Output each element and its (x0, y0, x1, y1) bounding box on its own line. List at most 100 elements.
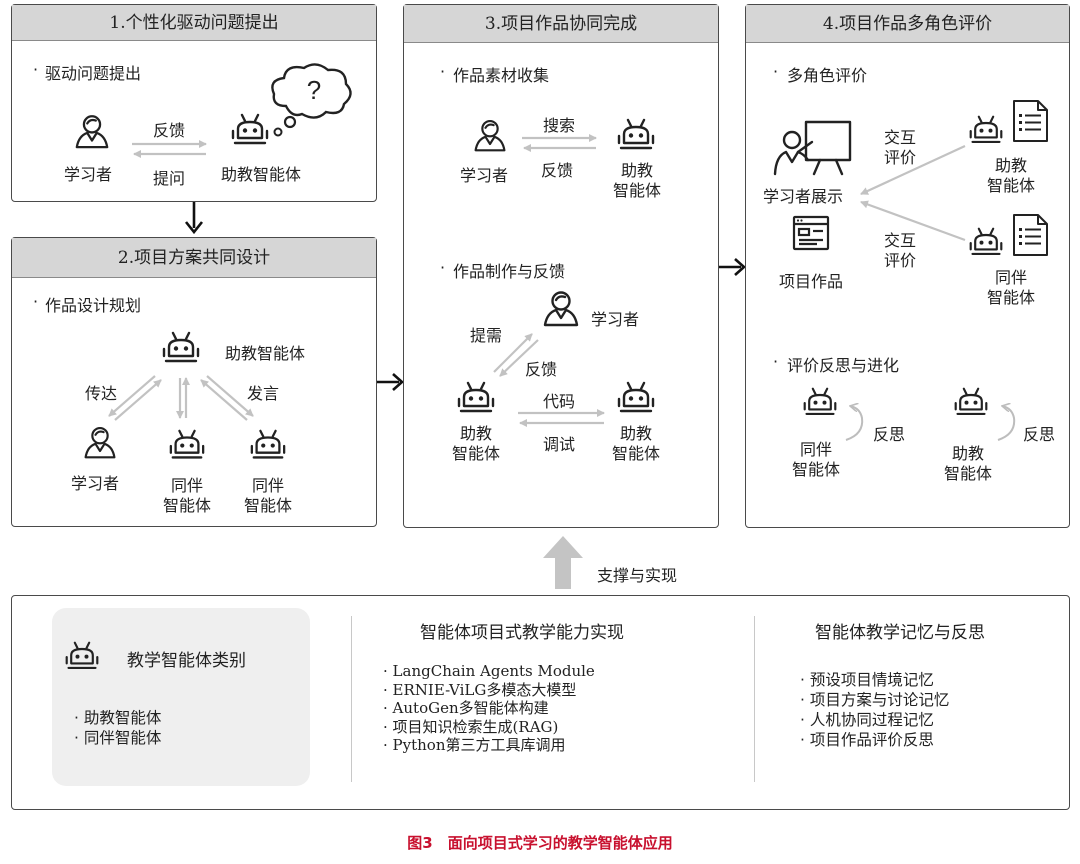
reflection-label: 反思 (873, 425, 906, 444)
flow-arrow-1-2 (184, 202, 204, 235)
list-item: 助教智能体 (74, 708, 162, 728)
project-work-label: 项目作品 (779, 272, 844, 291)
arrow-label-mutual-eval: 交互 评价 (883, 128, 916, 167)
learner-label: 学习者 (71, 474, 120, 493)
list-item: 同伴智能体 (74, 728, 162, 748)
panel-plan-design: 2.项目方案共同设计 (11, 237, 377, 527)
assistant-agent-label: 助教 智能体 (612, 161, 661, 200)
learner-label: 学习者 (64, 165, 113, 184)
learner-icon (82, 424, 118, 460)
document-icon (1010, 212, 1050, 258)
bullet-dot: · (773, 62, 779, 81)
question-mark: ? (307, 75, 321, 105)
support-label: 支撑与实现 (597, 566, 678, 585)
learner-icon (472, 117, 508, 153)
section-title-design-plan: 作品设计规划 (45, 296, 142, 315)
panel-collab-completion: 3.项目作品协同完成 (403, 4, 719, 528)
distribution-arrows (108, 375, 254, 421)
assistant-agent-label: 助教 智能体 (451, 424, 500, 463)
assistant-agent-label: 助教 智能体 (943, 444, 992, 483)
arrow-label-feedback: 反馈 (541, 161, 574, 180)
figure-caption: 图3 面向项目式学习的教学智能体应用 (407, 834, 673, 852)
code-debug-arrows (518, 409, 605, 427)
section-title-multi-role: 多角色评价 (787, 66, 868, 85)
presentation-board-icon (773, 120, 852, 176)
assistant-agent-icon (616, 380, 656, 420)
panel-header: 3.项目作品协同完成 (404, 5, 718, 43)
list-item: LangChain Agents Module (383, 662, 595, 681)
demand-feedback-arrows (493, 333, 539, 377)
peer-agent-icon (168, 428, 206, 466)
support-arrow (543, 536, 583, 589)
evaluation-arrows (860, 145, 966, 242)
assistant-agent-icon (953, 386, 989, 422)
peer-agent-label: 同伴 智能体 (162, 476, 211, 515)
arrow-label-feedback: 反馈 (153, 121, 186, 140)
assistant-agent-label: 助教智能体 (221, 165, 302, 184)
exchange-arrows (522, 134, 597, 152)
arrow-label-feedback: 反馈 (525, 360, 558, 379)
panel-header: 1.个性化驱动问题提出 (12, 5, 376, 41)
peer-agent-icon (802, 386, 838, 422)
section-title-reflection: 评价反思与进化 (787, 356, 900, 375)
list-item: 项目作品评价反思 (800, 730, 949, 750)
assistant-agent-icon (616, 117, 656, 157)
arrow-label-mutual-eval: 交互 评价 (883, 231, 916, 270)
section-title-drive-question: 驱动问题提出 (45, 64, 142, 83)
bullet-dot: · (773, 352, 779, 371)
section-title-material-collection: 作品素材收集 (453, 66, 550, 85)
memory-title: 智能体教学记忆与反思 (815, 623, 985, 643)
learner-presentation-label: 学习者展示 (763, 187, 844, 206)
teaching-agent-icon (64, 640, 100, 676)
arrow-label-code: 代码 (543, 392, 576, 411)
list-item: 预设项目情境记忆 (800, 670, 949, 690)
document-icon (1010, 98, 1050, 144)
panel-header: 2.项目方案共同设计 (12, 238, 376, 278)
assistant-agent-icon (161, 330, 201, 370)
list-item: ERNIE-ViLG多模态大模型 (383, 681, 595, 700)
panel-multi-role-evaluation: 4.项目作品多角色评价 (745, 4, 1070, 528)
list-item: 项目方案与讨论记忆 (800, 690, 950, 710)
peer-agent-label: 同伴 智能体 (791, 440, 840, 479)
section-title-make-feedback: 作品制作与反馈 (453, 262, 566, 281)
agent-category-list: 助教智能体 同伴智能体 (74, 708, 162, 748)
arrow-label-debug: 调试 (543, 435, 576, 454)
list-item: 人机协同过程记忆 (800, 710, 949, 730)
bullet-dot: · (33, 60, 39, 79)
peer-agent-icon (968, 226, 1004, 262)
learner-icon (541, 288, 581, 328)
list-item: 项目知识检索生成(RAG) (383, 718, 595, 737)
arrow-label-search: 搜索 (543, 116, 576, 135)
bullet-dot: · (33, 292, 39, 311)
reflection-label: 反思 (1023, 425, 1056, 444)
memory-list: 预设项目情境记忆 项目方案与讨论记忆 人机协同过程记忆 项目作品评价反思 (800, 670, 950, 750)
assistant-agent-label: 助教 智能体 (611, 424, 660, 463)
agent-category-title: 教学智能体类别 (127, 651, 246, 671)
peer-agent-label: 同伴 智能体 (243, 476, 292, 515)
flow-arrow-2-3 (377, 373, 404, 391)
reflection-loop-arrow (845, 400, 864, 441)
bullet-dot: · (440, 62, 446, 81)
assistant-agent-icon (968, 114, 1004, 150)
assistant-agent-label: 助教智能体 (225, 344, 306, 363)
list-item: Python第三方工具库调用 (383, 736, 595, 755)
arrow-label-speak: 发言 (247, 384, 280, 403)
thought-bubble-icon: ? (271, 63, 352, 137)
capability-list: LangChain Agents Module ERNIE-ViLG多模态大模型… (383, 662, 595, 755)
learner-label: 学习者 (460, 166, 509, 185)
arrow-label-question: 提问 (153, 169, 186, 188)
project-work-icon (791, 213, 831, 253)
learner-label: 学习者 (591, 310, 640, 329)
column-divider (754, 616, 755, 782)
column-divider (351, 616, 352, 782)
peer-agent-label: 同伴 智能体 (986, 268, 1035, 307)
exchange-arrows (132, 140, 207, 158)
peer-agent-icon (249, 428, 287, 466)
capability-title: 智能体项目式教学能力实现 (420, 623, 624, 643)
flow-arrow-3-4 (719, 258, 746, 276)
agent-category-card (52, 608, 310, 786)
assistant-agent-label: 助教 智能体 (986, 156, 1035, 195)
arrow-label-demand: 提需 (470, 326, 503, 345)
reflection-loop-arrow (997, 400, 1016, 441)
bullet-dot: · (440, 258, 446, 277)
